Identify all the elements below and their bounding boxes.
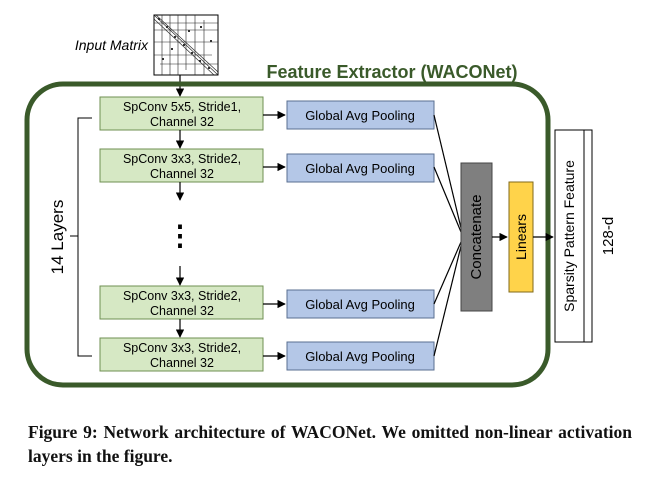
concatenate-label: Concatenate [468, 194, 485, 279]
arrow-to-concat [433, 241, 462, 305]
conv-block-line1: SpConv 3x3, Stride2, [123, 152, 241, 166]
arrow-to-concat [433, 166, 462, 233]
conv-block-line1: SpConv 3x3, Stride2, [123, 289, 241, 303]
concatenate-block: Concatenate [460, 162, 493, 312]
input-matrix-label: Input Matrix [75, 37, 149, 53]
pool-block-label: Global Avg Pooling [305, 349, 415, 364]
ellipsis: ⋮ [166, 220, 194, 251]
conv-block-line2: Channel 32 [150, 115, 214, 129]
output-dim-bracket [584, 129, 593, 343]
conv-block-line2: Channel 32 [150, 304, 214, 318]
conv-block: SpConv 3x3, Stride2, Channel 32 [99, 285, 264, 320]
pool-block: Global Avg Pooling [286, 289, 435, 319]
output-dim-label: 128-d [600, 217, 617, 255]
feature-extractor-title: Feature Extractor (WACONet) [266, 62, 517, 82]
conv-block-line1: SpConv 5x5, Stride1, [123, 100, 241, 114]
input-matrix-image [153, 14, 219, 76]
conv-block: SpConv 3x3, Stride2, Channel 32 [99, 148, 264, 183]
pool-block-label: Global Avg Pooling [305, 161, 415, 176]
layers-bracket [70, 117, 92, 357]
pool-block: Global Avg Pooling [286, 153, 435, 183]
conv-block-line1: SpConv 3x3, Stride2, [123, 341, 241, 355]
arrow-to-concat [433, 245, 462, 357]
figure-caption: Figure 9: Network architecture of WACONe… [28, 422, 632, 466]
linears-block: Linears [508, 181, 534, 293]
pool-block-label: Global Avg Pooling [305, 297, 415, 312]
arrow-to-concat [433, 114, 462, 229]
output-feature-block: Sparsity Pattern Feature [554, 129, 585, 343]
linears-label: Linears [513, 214, 529, 260]
pool-block: Global Avg Pooling [286, 100, 435, 130]
architecture-diagram: Input Matrix [24, 14, 617, 388]
conv-block-line2: Channel 32 [150, 356, 214, 370]
pool-block-label: Global Avg Pooling [305, 108, 415, 123]
pool-block: Global Avg Pooling [286, 341, 435, 371]
layers-label: 14 Layers [48, 200, 67, 275]
conv-block: SpConv 5x5, Stride1, Channel 32 [99, 96, 264, 131]
conv-block: SpConv 3x3, Stride2, Channel 32 [99, 337, 264, 372]
output-feature-label: Sparsity Pattern Feature [561, 160, 577, 312]
conv-block-line2: Channel 32 [150, 167, 214, 181]
